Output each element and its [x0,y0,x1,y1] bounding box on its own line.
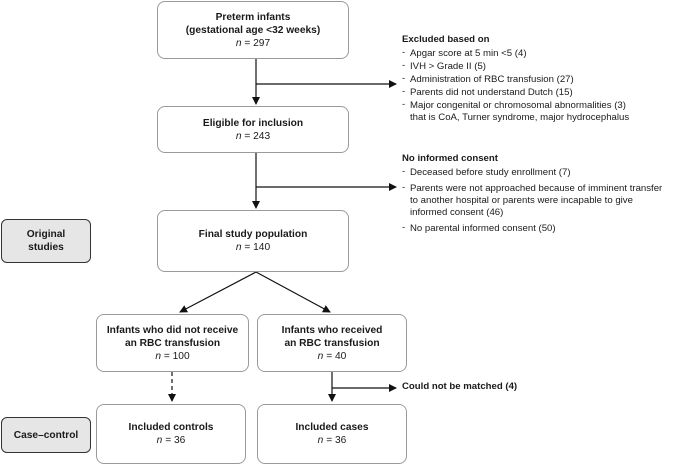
arrow-final-to-no-rbc [179,271,257,313]
exclusion-item: Parents were not approached because of i… [402,182,685,219]
exclusion-item: Parents did not understand Dutch (15) [402,86,685,99]
exclusion-item-line: Major congenital or chromosomal abnormal… [410,100,626,111]
exclusion-item: Apgar score at 5 min <5 (4) [402,47,685,60]
box-controls: Included controls n = 36 [96,404,246,464]
not-matched-label: Could not be matched (4) [402,381,518,392]
box-count: n = 36 [156,435,186,446]
box-title: Infants who did not receive [106,324,239,336]
exclusion-item-line: to another hospital or parents were inca… [410,195,633,206]
box-rbc: Infants who received an RBC transfusion … [257,314,407,372]
arrow-final-to-rbc [255,271,331,313]
side-label-case-control: Case–control [1,417,91,453]
box-title: Eligible for inclusion [202,117,304,129]
box-final-population: Final study population n = 140 [157,210,349,272]
side-label-line: Original [26,229,66,240]
exclusions-list-2: No informed consent Deceased before stud… [402,153,685,236]
exclusion-item-line: informed consent (46) [410,207,504,218]
exclusion-item-line: that is CoA, Turner syndrome, major hydr… [410,112,630,123]
side-label-line: studies [28,242,64,253]
box-count: n = 36 [317,435,347,446]
box-count: n = 100 [155,350,190,362]
exclusions-header: Excluded based on [402,34,490,45]
exclusion-item: IVH > Grade II (5) [402,60,685,73]
exclusion-item: Major congenital or chromosomal abnormal… [402,99,685,124]
box-count: n = 297 [235,37,271,49]
box-title: an RBC transfusion [284,337,380,349]
box-title: (gestational age <32 weeks) [185,24,321,36]
box-count: n = 243 [235,130,271,142]
box-eligible: Eligible for inclusion n = 243 [157,106,349,153]
box-title: Included cases [295,422,369,433]
exclusions-list-1: Excluded based on Apgar score at 5 min <… [402,34,685,125]
exclusion-item: Deceased before study enrollment (7) [402,166,685,179]
side-label-text: Case–control [13,429,79,441]
side-label-original-studies: Original studies [1,219,91,263]
box-title: Preterm infants [215,11,291,23]
exclusion-item: Administration of RBC transfusion (27) [402,73,685,86]
box-cases: Included cases n = 36 [257,404,407,464]
box-title: Infants who received [281,324,383,336]
box-no-rbc: Infants who did not receive an RBC trans… [96,314,249,372]
box-title: an RBC transfusion [124,337,221,349]
exclusion-item: No parental informed consent (50) [402,222,685,235]
box-count: n = 40 [317,350,347,362]
box-title: Final study population [198,229,308,240]
exclusion-item-line: Parents were not approached because of i… [410,183,663,194]
exclusions-header: No informed consent [402,153,498,164]
box-count: n = 140 [235,242,271,253]
box-title: Included controls [128,422,214,433]
box-preterm-infants: Preterm infants (gestational age <32 wee… [157,1,349,59]
